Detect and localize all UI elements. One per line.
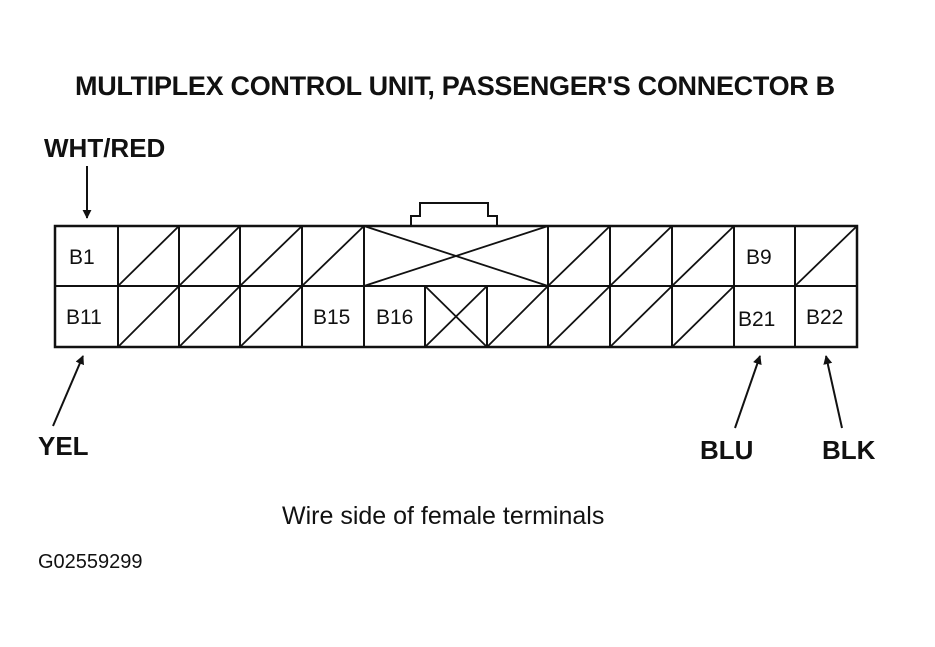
terminal-label-b11: B11 (66, 306, 102, 329)
arrow-yel-to-b11 (52, 355, 84, 427)
wire-color-yel: YEL (38, 431, 89, 461)
blocked-cavity-marks (363, 225, 549, 348)
arrow-blu-to-b21 (734, 355, 762, 429)
wire-color-wht-red: WHT/RED (44, 133, 166, 163)
connector-locking-tab (410, 202, 498, 226)
diagram-title: MULTIPLEX CONTROL UNIT, PASSENGER'S CONN… (75, 71, 835, 101)
diagram-caption: Wire side of female terminals (282, 502, 605, 530)
arrow-blk-to-b22 (823, 355, 843, 429)
column-dividers (117, 226, 796, 347)
terminal-label-b22: B22 (806, 306, 843, 329)
terminal-label-b15: B15 (313, 306, 350, 329)
terminal-label-b1: B1 (69, 246, 95, 269)
wire-color-blk: BLK (822, 435, 876, 465)
terminal-label-b16: B16 (376, 306, 413, 329)
wire-color-blu: BLU (700, 435, 754, 465)
figure-id: G02559299 (38, 551, 143, 573)
unused-terminal-slashes (117, 225, 858, 348)
terminal-label-b9: B9 (746, 246, 772, 269)
terminal-label-b21: B21 (738, 308, 775, 331)
